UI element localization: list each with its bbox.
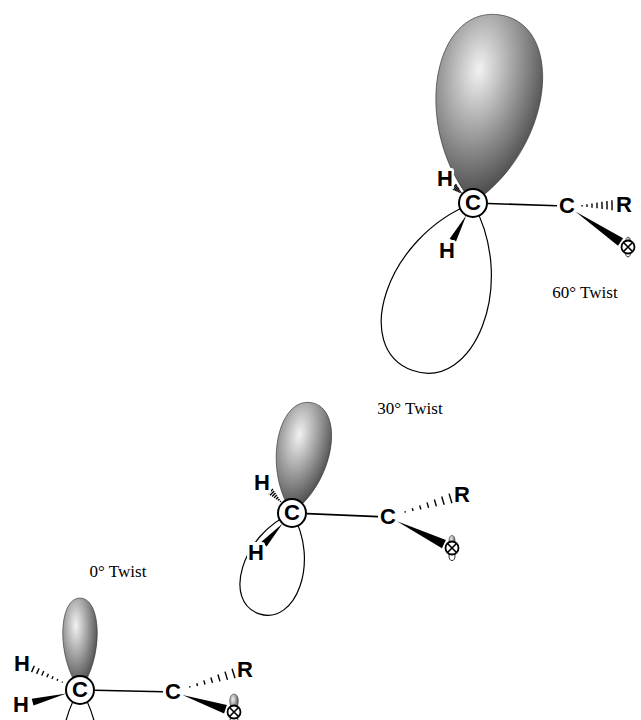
atom-label: C: [379, 506, 397, 528]
hashed-wedge-stroke: [606, 201, 608, 210]
atom-label: C: [71, 679, 89, 701]
solid-wedge-bond: [575, 212, 623, 246]
atom-label: H: [436, 168, 454, 190]
oxygen-cross: [624, 243, 633, 252]
hashed-wedge-stroke: [427, 502, 429, 507]
hashed-wedge-stroke: [225, 672, 228, 680]
oxygen-symbol: [446, 542, 459, 555]
hashed-wedge-stroke: [196, 683, 198, 686]
twist-conformer: [32, 598, 241, 720]
p-orbital-lower-lobe: [231, 504, 321, 623]
p-orbital-upper-lobe: [421, 8, 552, 211]
oxygen-cross: [230, 708, 239, 717]
carbon-circle: [459, 189, 487, 217]
solid-wedge-bond: [32, 693, 67, 705]
hashed-wedge-stroke: [279, 500, 281, 502]
hashed-wedge-stroke: [596, 203, 598, 209]
hashed-wedge-stroke: [42, 671, 44, 676]
hashed-wedge-stroke: [276, 497, 278, 499]
atom-label: H: [438, 240, 456, 262]
oxygen-symbol: [622, 241, 635, 254]
hashed-wedge-stroke: [232, 669, 235, 679]
hashed-wedge-stroke: [412, 508, 414, 511]
twist-conformer: [231, 398, 459, 623]
hashed-wedge-stroke: [52, 676, 53, 679]
hashed-wedge-stroke: [601, 202, 603, 209]
twist-angle-label: 0° Twist: [88, 562, 149, 581]
hashed-wedge-stroke: [211, 677, 213, 682]
atom-label: H: [253, 472, 271, 494]
p-orbital-upper-lobe: [266, 398, 338, 518]
solid-wedge-bond: [397, 521, 446, 548]
atom-label: H: [247, 542, 265, 564]
hashed-wedge-stroke: [586, 204, 587, 207]
hashed-wedge-stroke: [581, 205, 582, 206]
hashed-wedge-stroke: [611, 200, 613, 210]
hashed-wedge-stroke: [404, 511, 406, 512]
hashed-wedge-stroke: [449, 494, 452, 504]
single-bond: [95, 690, 163, 691]
twist-angle-label: 30° Twist: [375, 399, 444, 418]
solid-wedge-bond: [183, 695, 227, 713]
hashed-wedge-stroke: [420, 505, 421, 509]
twist-angle-label: 60° Twist: [550, 283, 619, 302]
atom-label: R: [615, 194, 633, 216]
hashed-wedge-stroke: [32, 666, 35, 672]
atom-label: H: [12, 694, 30, 716]
hashed-wedge-stroke: [189, 686, 191, 687]
hashed-wedge-stroke: [274, 495, 277, 498]
atom-label: C: [558, 195, 576, 217]
atom-label: C: [464, 192, 482, 214]
hashed-wedge-stroke: [204, 680, 205, 684]
atom-label: H: [13, 653, 31, 675]
hashed-wedge-stroke: [434, 499, 436, 506]
atom-label: R: [453, 484, 471, 506]
solid-wedge-bond: [450, 215, 467, 242]
atom-label: C: [164, 681, 182, 703]
hashed-wedge-stroke: [37, 668, 39, 673]
hashed-wedge-stroke: [218, 675, 220, 682]
single-bond: [307, 514, 378, 517]
oxygen-cross: [448, 544, 457, 553]
p-orbital-lower-lobe: [364, 186, 521, 388]
oxygen-symbol: [228, 706, 241, 719]
hashed-wedge-stroke: [47, 674, 49, 678]
hashed-wedge-stroke: [61, 681, 63, 683]
atom-label: R: [236, 659, 254, 681]
hashed-wedge-stroke: [459, 191, 460, 193]
single-bond: [488, 203, 557, 205]
hashed-wedge-stroke: [278, 499, 279, 500]
twist-conformer: [364, 8, 634, 388]
atom-label: C: [283, 502, 301, 524]
carbon-circle: [278, 499, 306, 527]
hashed-wedge-stroke: [442, 497, 444, 505]
hashed-wedge-stroke: [56, 679, 58, 681]
hashed-wedge-stroke: [591, 203, 592, 207]
carbon-circle: [66, 676, 94, 704]
